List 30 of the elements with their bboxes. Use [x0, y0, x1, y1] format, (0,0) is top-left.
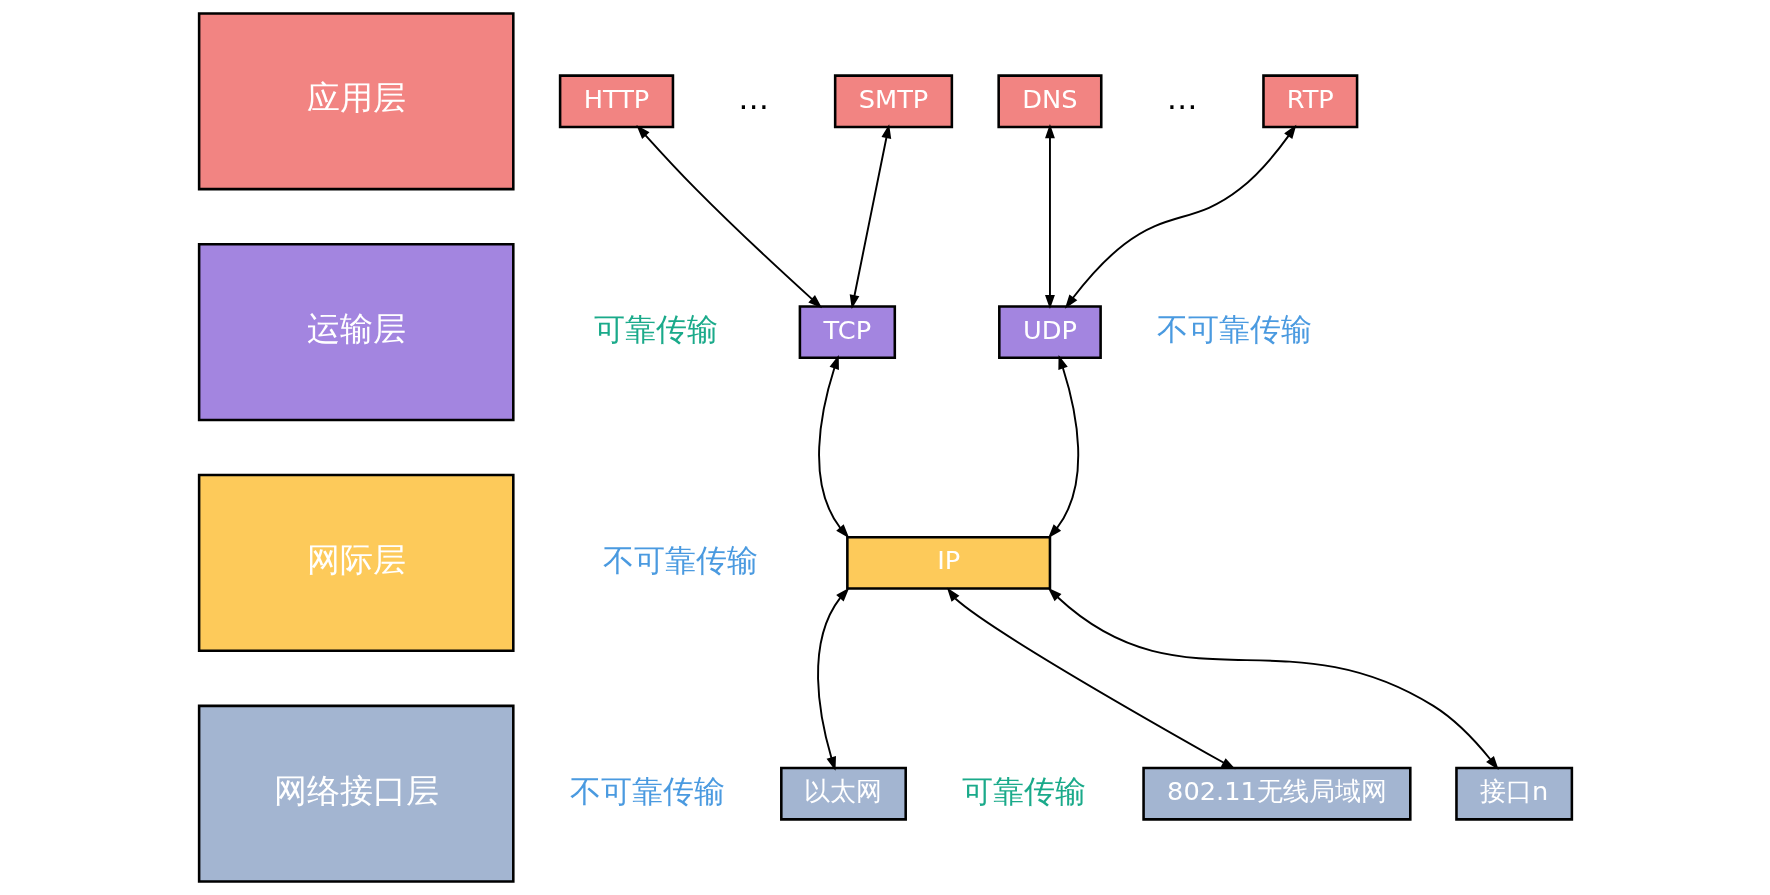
node-box: 网络接口层 [197, 704, 515, 883]
arrow [817, 355, 849, 539]
arrow [1044, 124, 1055, 310]
label: … [737, 80, 769, 117]
arrow [635, 125, 822, 309]
label: 不可靠传输 [602, 541, 758, 578]
node-box: 应用层 [197, 12, 515, 191]
label: 不可靠传输 [1156, 311, 1312, 348]
arrow [1064, 124, 1296, 309]
label: … [1166, 80, 1197, 117]
node-box: 以太网 [779, 766, 907, 821]
label: 不可靠传输 [569, 772, 725, 809]
node-box: SMTP [833, 74, 953, 129]
arrow [946, 587, 1236, 770]
node-box: TCP [798, 305, 896, 359]
arrow [849, 124, 891, 310]
node-box: DNS [996, 74, 1103, 129]
node-box: HTTP [558, 74, 674, 129]
label: 可靠传输 [961, 772, 1086, 809]
arrow [816, 587, 849, 771]
node-box: 接口n [1454, 766, 1573, 821]
node-box: 802.11无线局域网 [1141, 766, 1412, 821]
node-box: IP [845, 536, 1051, 590]
label: 可靠传输 [593, 311, 718, 348]
node-box: 网际层 [197, 473, 515, 653]
node-box: UDP [997, 305, 1102, 359]
node-box: 运输层 [197, 242, 515, 422]
arrow [1047, 587, 1499, 771]
node-box: RTP [1261, 74, 1358, 129]
arrow [1047, 355, 1079, 539]
